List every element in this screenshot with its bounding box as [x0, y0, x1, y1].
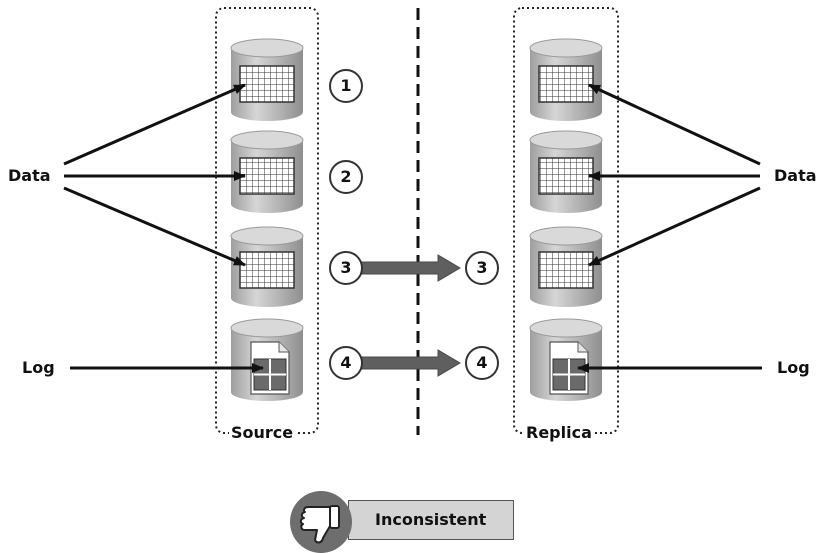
source-data-volume-3	[230, 226, 304, 307]
replica-data-volume-3	[529, 226, 603, 307]
status-badge	[348, 500, 514, 540]
thumbs-down-icon	[290, 491, 352, 553]
log-file-icon	[549, 341, 589, 395]
source-label: Source	[229, 423, 296, 443]
source-step-2: 2	[329, 160, 363, 194]
data-write-arrow	[588, 186, 761, 267]
right-log-label: Log	[777, 358, 810, 377]
replica-step-3: 3	[465, 251, 499, 285]
replica-label: Replica	[524, 423, 594, 443]
source-step-3: 3	[329, 251, 363, 285]
replication-arrow-3	[361, 254, 461, 282]
right-data-label: Data	[774, 166, 817, 185]
replication-arrow-4	[361, 349, 461, 377]
data-write-arrow	[63, 186, 246, 267]
left-data-label: Data	[8, 166, 51, 185]
replica-log-volume	[529, 318, 603, 401]
replica-step-4: 4	[465, 346, 499, 380]
replica-data-volume-1	[529, 38, 603, 121]
source-step-1: 1	[329, 69, 363, 103]
source-step-4: 4	[329, 346, 363, 380]
source-log-volume	[230, 318, 304, 401]
replica-data-volume-2	[529, 130, 603, 213]
status-text: Inconsistent	[375, 510, 487, 529]
source-data-volume-2	[230, 130, 304, 213]
source-data-volume-1	[230, 38, 304, 121]
data-write-arrow	[63, 83, 246, 166]
left-log-label: Log	[22, 358, 55, 377]
data-write-arrow	[588, 83, 761, 166]
